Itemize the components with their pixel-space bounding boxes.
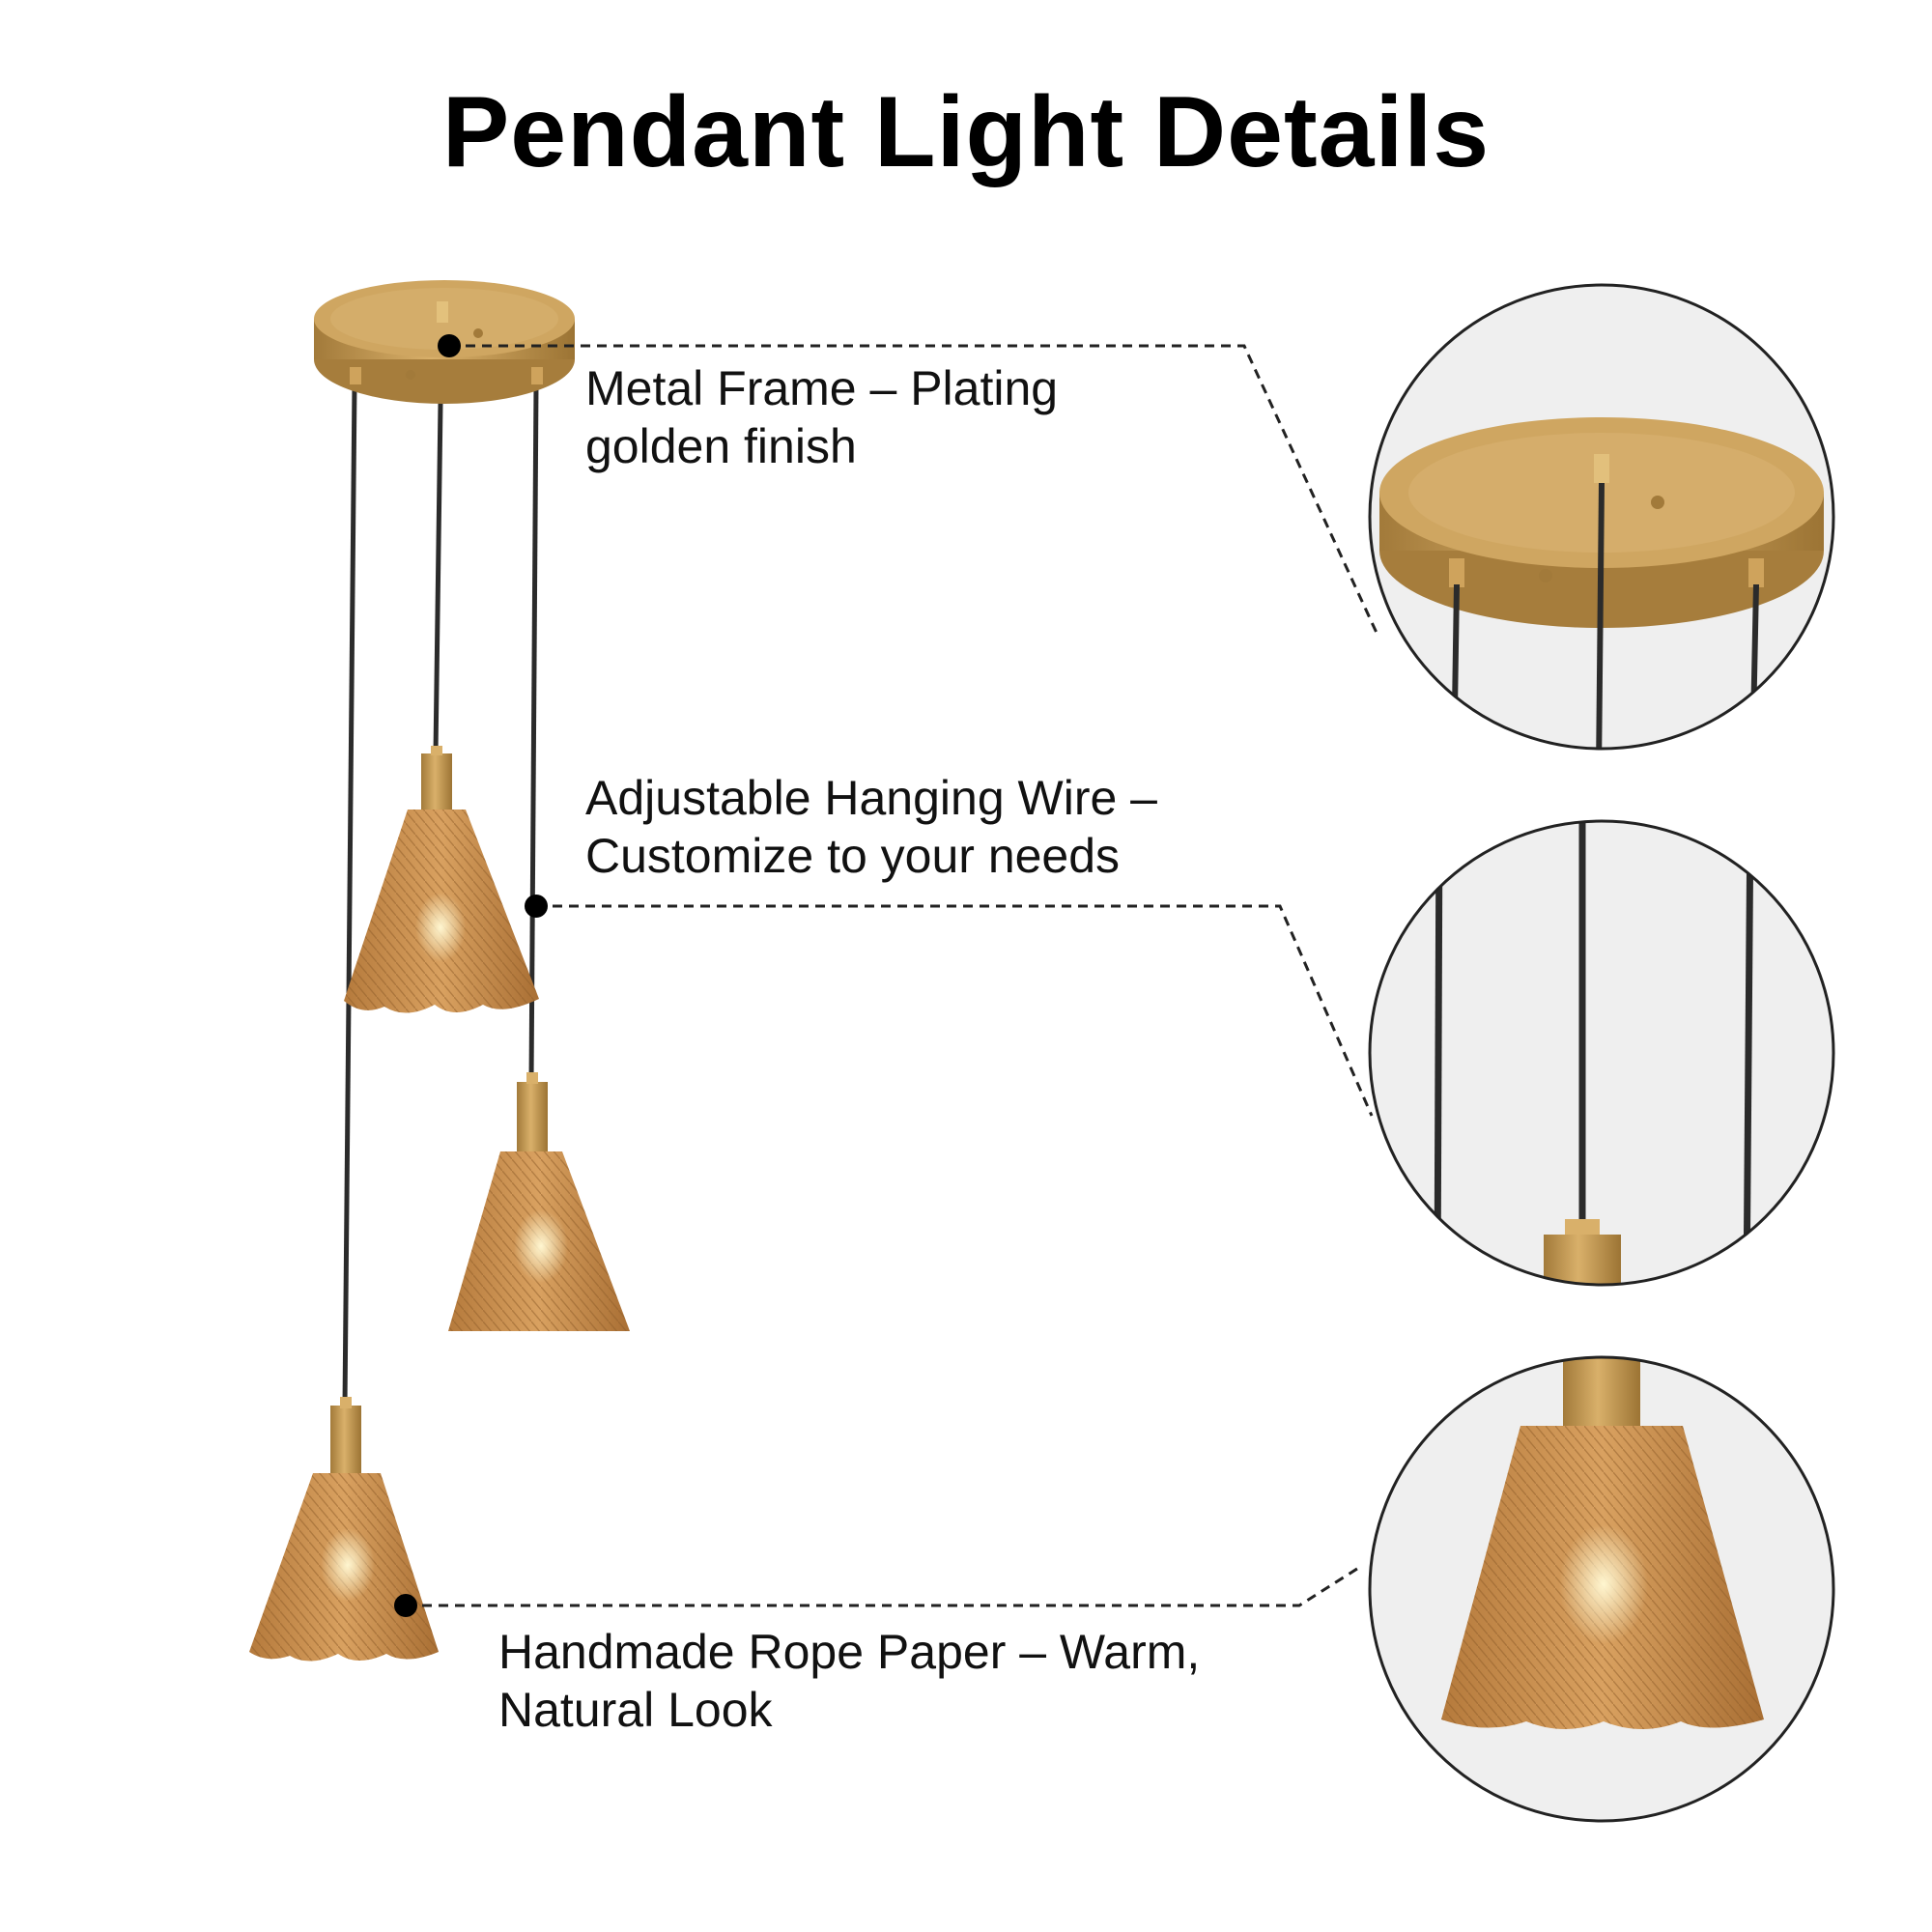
feature-label-metal-frame: Metal Frame – Plating golden finish xyxy=(585,359,1058,475)
feature-label-line: Natural Look xyxy=(498,1683,773,1737)
feature-label-rope-paper: Handmade Rope Paper – Warm, Natural Look xyxy=(498,1623,1200,1739)
ceiling-canopy xyxy=(314,280,575,404)
callout-dot-rope xyxy=(394,1594,417,1617)
feature-label-hanging-wire: Adjustable Hanging Wire – Customize to y… xyxy=(585,769,1157,885)
callout-dot-frame xyxy=(438,334,461,357)
feature-label-line: Adjustable Hanging Wire – xyxy=(585,771,1157,825)
pendant-shade-middle xyxy=(448,1072,630,1331)
feature-label-line: golden finish xyxy=(585,419,857,473)
feature-label-line: Metal Frame – Plating xyxy=(585,361,1059,415)
feature-label-line: Customize to your needs xyxy=(585,829,1121,883)
callout-dot-wire xyxy=(525,895,548,918)
pendant-shade-upper xyxy=(344,746,539,1013)
detail-circle-canopy xyxy=(1368,283,1835,751)
pendant-shade-lower xyxy=(249,1397,439,1662)
page-title: Pendant Light Details xyxy=(441,76,1491,188)
callout-lines xyxy=(406,344,1378,1607)
feature-label-line: Handmade Rope Paper – Warm, xyxy=(498,1625,1201,1679)
detail-circle-rope-shade xyxy=(1368,1355,1835,1823)
detail-circle-wires xyxy=(1368,819,1835,1287)
